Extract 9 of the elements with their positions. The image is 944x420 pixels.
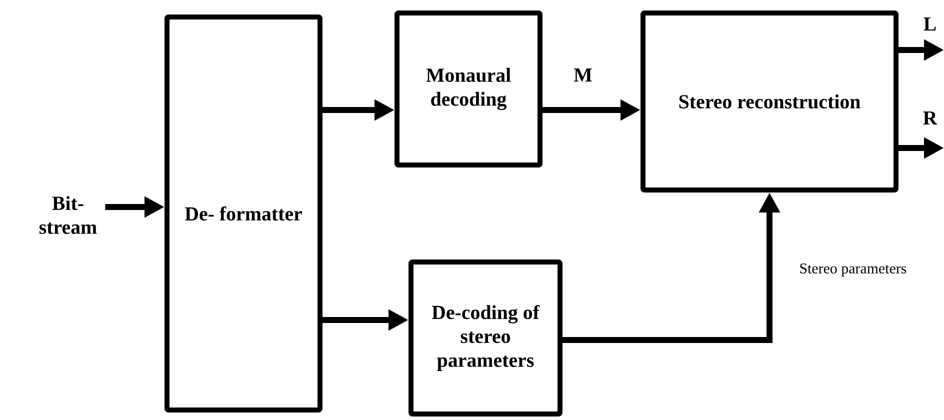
- edge-label: Stereo parameters: [800, 263, 906, 277]
- process-box: De-coding of stereo parameters: [408, 260, 562, 416]
- edge-label: L: [924, 17, 936, 31]
- process-box: Monaural decoding: [394, 10, 542, 168]
- process-box: De- formatter: [164, 14, 322, 412]
- process-box: Stereo reconstruction: [640, 10, 898, 192]
- input-label: Bit- stream: [39, 196, 97, 234]
- edge-label: M: [574, 68, 592, 82]
- edge-label: R: [923, 111, 938, 125]
